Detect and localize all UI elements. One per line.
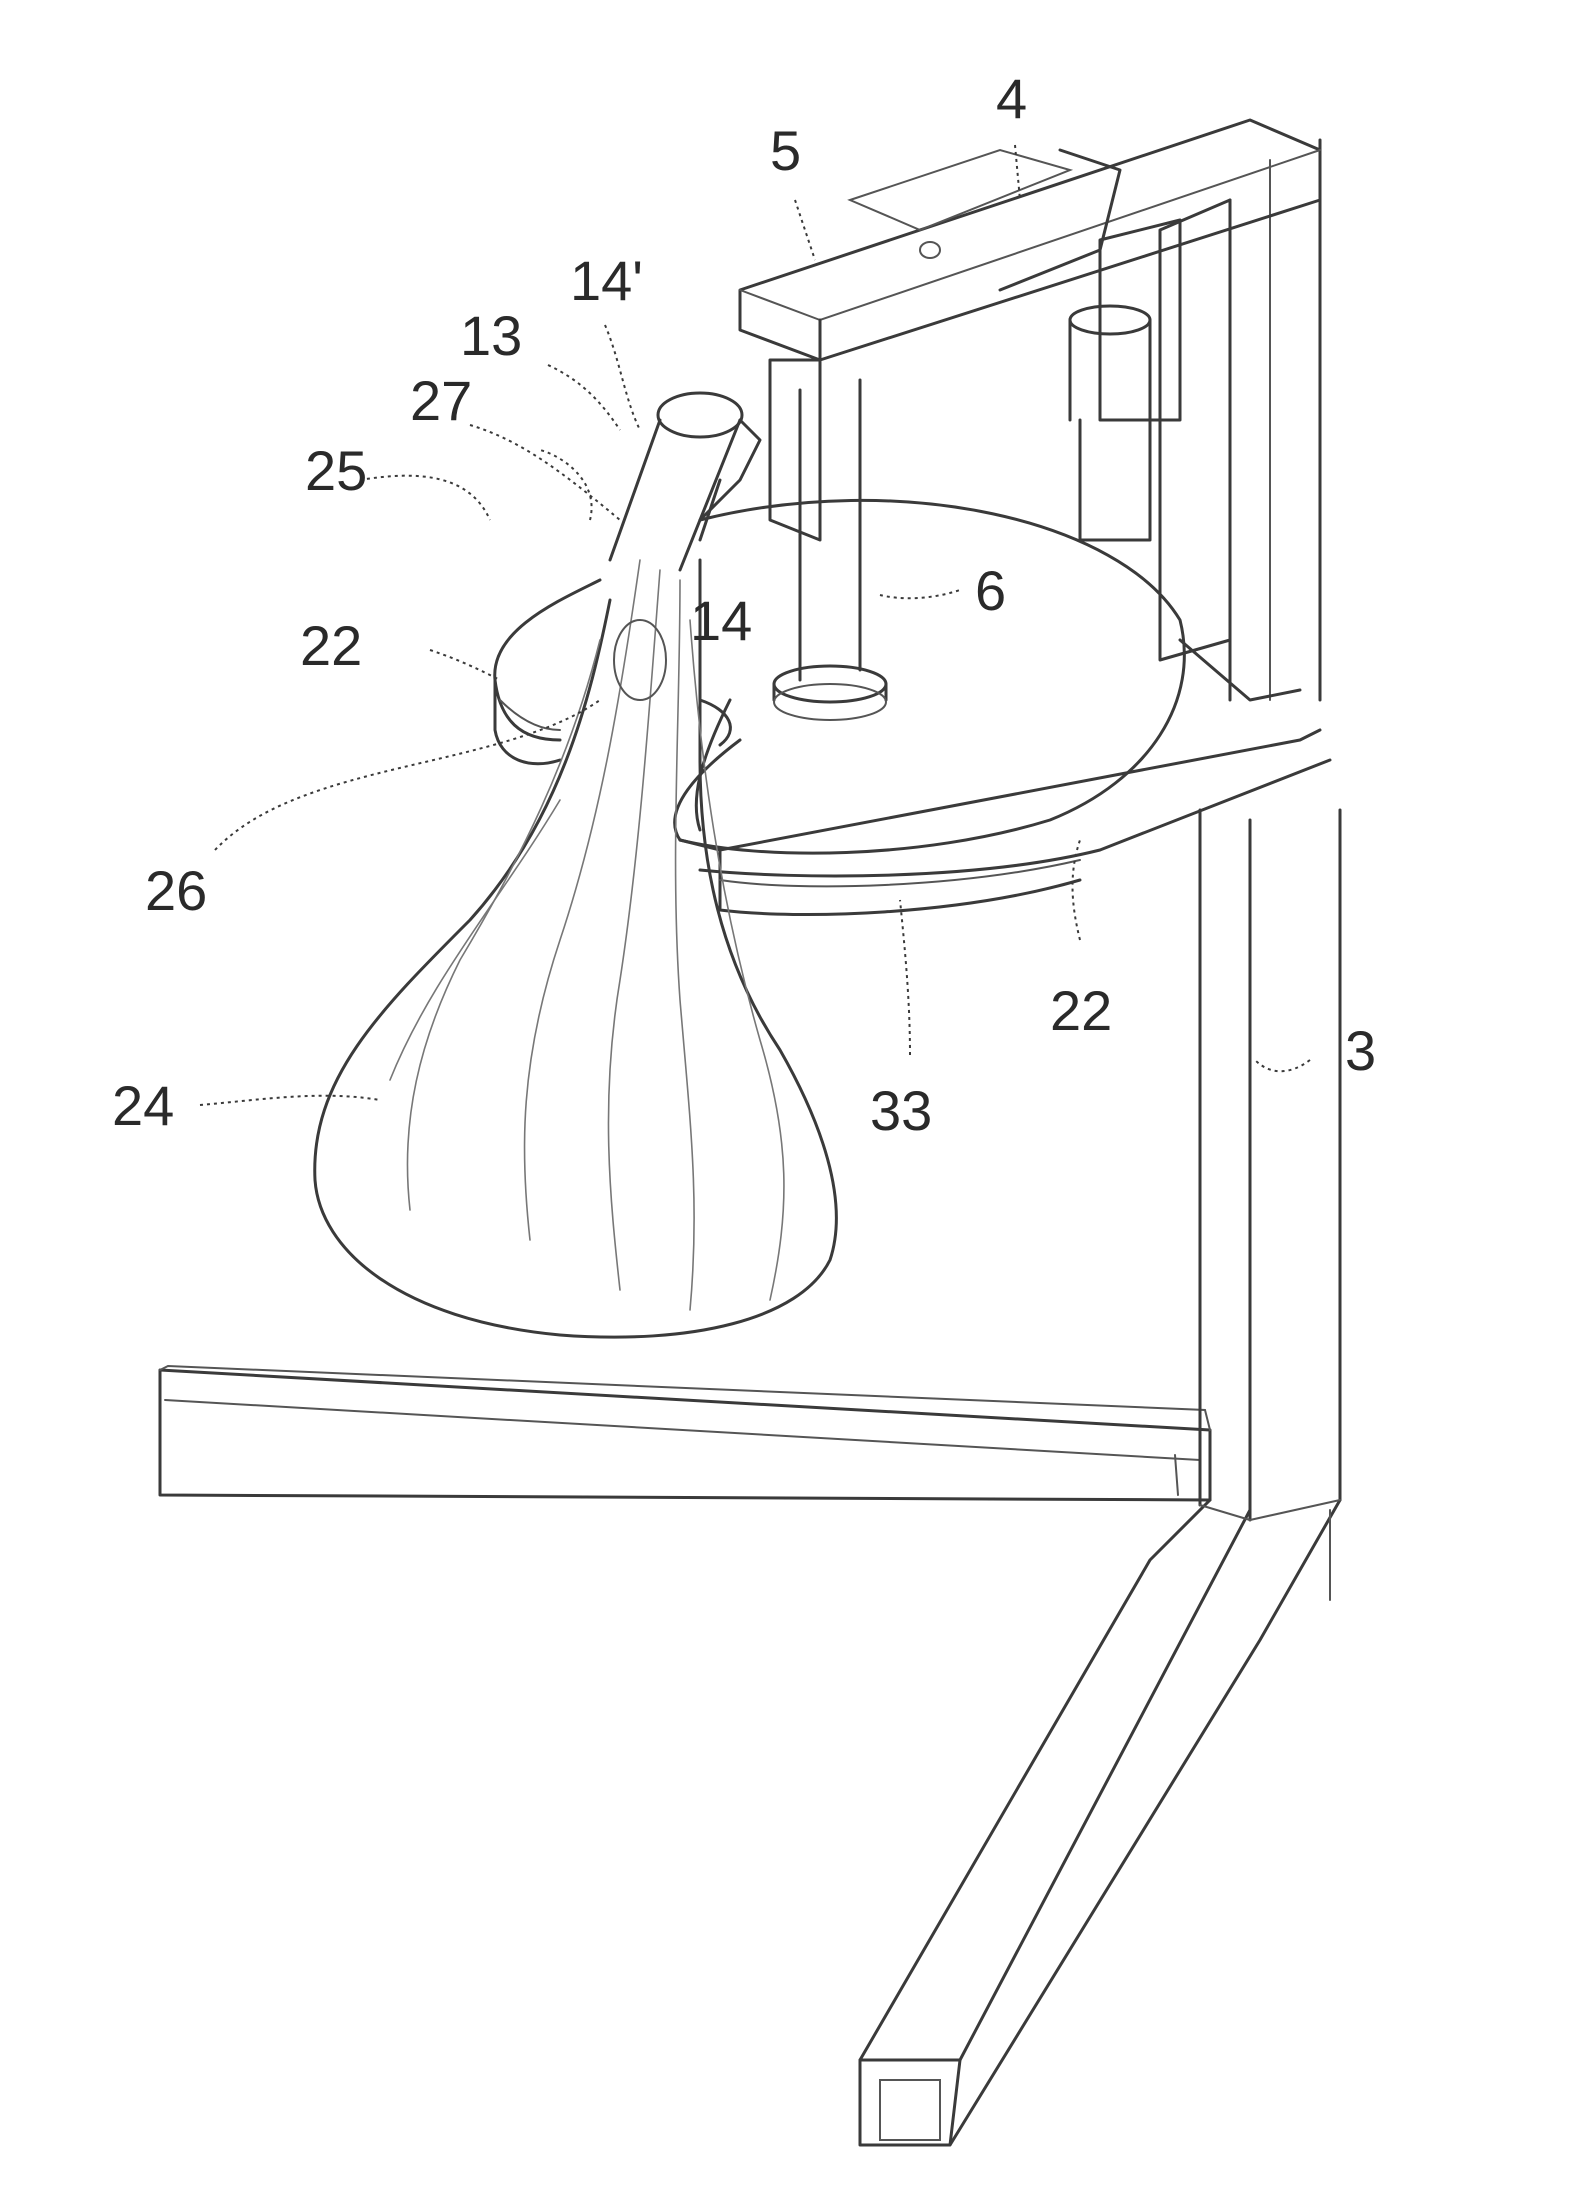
label-6: 6 — [975, 559, 1006, 622]
label-24: 24 — [112, 1074, 174, 1137]
bag — [315, 560, 837, 1337]
label-26: 26 — [145, 859, 207, 922]
label-22-left: 22 — [300, 614, 362, 677]
label-14-prime: 14' — [570, 249, 643, 312]
vertical-column — [1200, 140, 1340, 1520]
label-4: 4 — [996, 67, 1027, 130]
label-27: 27 — [410, 369, 472, 432]
feed-chute — [610, 393, 760, 570]
label-13: 13 — [460, 304, 522, 367]
label-33: 33 — [870, 1079, 932, 1142]
label-22-right: 22 — [1050, 979, 1112, 1042]
base-frame — [160, 1366, 1340, 2145]
label-14: 14 — [690, 589, 752, 652]
label-3: 3 — [1345, 1019, 1376, 1082]
central-column — [770, 360, 886, 720]
leader-lines — [200, 145, 1310, 1105]
label-5: 5 — [770, 119, 801, 182]
head-assembly — [740, 120, 1320, 660]
label-25: 25 — [305, 439, 367, 502]
